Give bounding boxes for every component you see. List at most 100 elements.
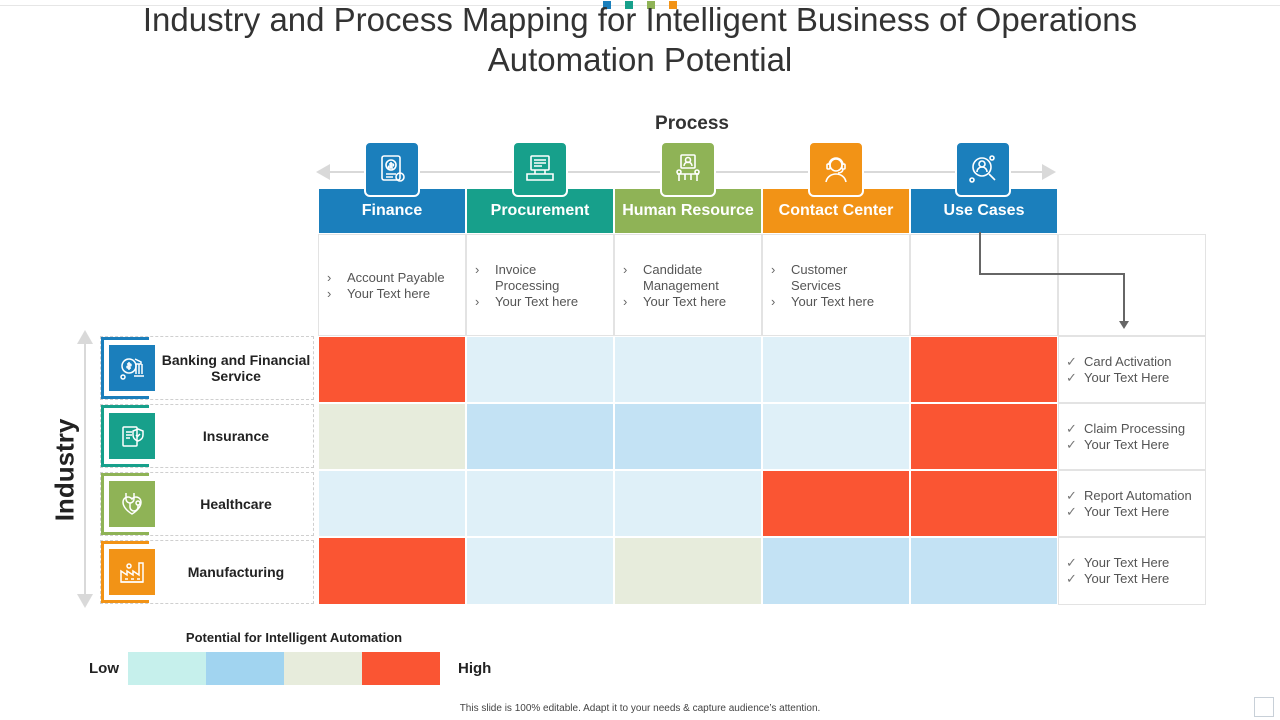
industry-arrow-down (77, 594, 93, 608)
finance-document-icon (364, 141, 420, 197)
industry-arrow-up (77, 330, 93, 344)
legend-swatch-2 (206, 652, 284, 685)
use-case-cell (1058, 470, 1206, 537)
row-bracket (101, 541, 149, 603)
industry-label: Insurance (202, 428, 270, 444)
bullet-cell-finance (318, 234, 466, 336)
bank-building-icon (109, 345, 155, 391)
matrix-cell-mid (466, 403, 614, 470)
legend-swatch-4 (362, 652, 440, 685)
matrix-cell-beige (614, 537, 762, 605)
dot-orange (669, 1, 677, 9)
dot-teal (625, 1, 633, 9)
use-cases-network-icon (955, 141, 1011, 197)
matrix-cell-light (614, 470, 762, 537)
use-case-item: Your Text Here (1084, 370, 1170, 385)
use-case-item: Claim Processing (1084, 421, 1186, 436)
bullet-item: Your Text here (495, 294, 579, 309)
matrix-cell-high (318, 336, 466, 403)
bullet-list-human-resource: ›Candidate Management ›Your Text here (623, 262, 748, 310)
use-case-item: Your Text Here (1084, 555, 1170, 570)
industry-arrow-line (84, 343, 86, 595)
stethoscope-heart-icon (109, 481, 155, 527)
bullet-item: Customer Services (791, 262, 848, 293)
bullet-item: Your Text here (347, 286, 431, 301)
bullet-list-contact-center: ›Customer Services ›Your Text here (771, 262, 891, 310)
matrix-cell-high (910, 470, 1058, 537)
matrix-cell-high (910, 336, 1058, 403)
use-case-list-insurance: ✓Claim Processing ✓Your Text Here (1066, 421, 1186, 452)
corner-placeholder (1254, 697, 1274, 717)
industry-axis-label: Industry (49, 418, 80, 522)
matrix-cell-mid (614, 403, 762, 470)
matrix-cell-light (318, 470, 466, 537)
matrix-cell-mid (910, 537, 1058, 605)
procurement-computer-icon (512, 141, 568, 197)
industry-label: Manufacturing (187, 564, 285, 580)
contact-center-agent-icon (808, 141, 864, 197)
matrix-cell-high (762, 470, 910, 537)
industry-label: Healthcare (200, 496, 272, 512)
matrix-cell-light (466, 537, 614, 605)
use-case-item: Report Automation (1084, 488, 1192, 503)
use-case-list-manufacturing: ✓Your Text Here ✓Your Text Here (1066, 555, 1170, 586)
bullet-cell-human-resource (614, 234, 762, 336)
industry-label: Banking and Financial Service (161, 352, 311, 384)
legend-swatch-1 (128, 652, 206, 685)
human-resource-meeting-icon (660, 141, 716, 197)
bullet-item: Candidate Management (643, 262, 719, 293)
legend-low-label: Low (89, 660, 119, 677)
bullet-item: Your Text here (643, 294, 727, 309)
dot-blue (603, 1, 611, 9)
bullet-cell-results (1058, 234, 1206, 336)
use-case-cell (1058, 403, 1206, 470)
industry-row-manufacturing: Manufacturing (100, 540, 314, 604)
matrix-cell-mid (762, 537, 910, 605)
use-case-list-banking: ✓Card Activation ✓Your Text Here (1066, 354, 1172, 385)
matrix-cell-light (614, 336, 762, 403)
bullet-cell-contact-center (762, 234, 910, 336)
row-bracket (101, 473, 149, 535)
use-case-item: Card Activation (1084, 354, 1172, 369)
matrix-cell-light (466, 470, 614, 537)
bullet-item: Account Payable (347, 270, 445, 285)
dot-green (647, 1, 655, 9)
slide-title: Industry and Process Mapping for Intelli… (142, 1, 1138, 78)
industry-row-healthcare: Healthcare (100, 472, 314, 536)
top-divider (0, 5, 1280, 6)
process-arrow-right (1042, 164, 1056, 180)
use-case-item: Your Text Here (1084, 571, 1170, 586)
matrix-cell-high (910, 403, 1058, 470)
footer-note: This slide is 100% editable. Adapt it to… (459, 703, 821, 714)
use-cases-connector-vertical (979, 232, 981, 274)
bullet-item: Invoice Processing (495, 262, 560, 293)
use-case-item: Your Text Here (1084, 437, 1170, 452)
process-header-contact-center: Contact Center (763, 189, 909, 233)
bullet-cell-use-cases (910, 234, 1058, 336)
use-case-cell (1058, 537, 1206, 605)
use-case-list-healthcare: ✓Report Automation ✓Your Text Here (1066, 488, 1192, 519)
industry-row-banking: Banking and Financial Service (100, 336, 314, 400)
row-bracket (101, 337, 149, 399)
legend-high-label: High (458, 660, 492, 677)
matrix-cell-high (318, 537, 466, 605)
process-arrow-left (316, 164, 330, 180)
legend-title: Potential for Intelligent Automation (185, 630, 403, 645)
matrix-cell-light (762, 336, 910, 403)
use-cases-connector-arrowhead (1119, 321, 1129, 329)
matrix-cell-light (466, 336, 614, 403)
bullet-cell-procurement (466, 234, 614, 336)
use-case-item: Your Text Here (1084, 504, 1170, 519)
matrix-cell-light (762, 403, 910, 470)
matrix-cell-beige (318, 403, 466, 470)
use-case-cell (1058, 336, 1206, 403)
legend-swatch-3 (284, 652, 362, 685)
factory-icon (109, 549, 155, 595)
bullet-item: Your Text here (791, 294, 875, 309)
process-axis-label: Process (655, 113, 729, 134)
insurance-shield-icon (109, 413, 155, 459)
industry-row-insurance: Insurance (100, 404, 314, 468)
row-bracket (101, 405, 149, 467)
use-cases-connector-drop (1123, 273, 1125, 323)
bullet-list-procurement: ›Invoice Processing ›Your Text here (475, 262, 600, 310)
